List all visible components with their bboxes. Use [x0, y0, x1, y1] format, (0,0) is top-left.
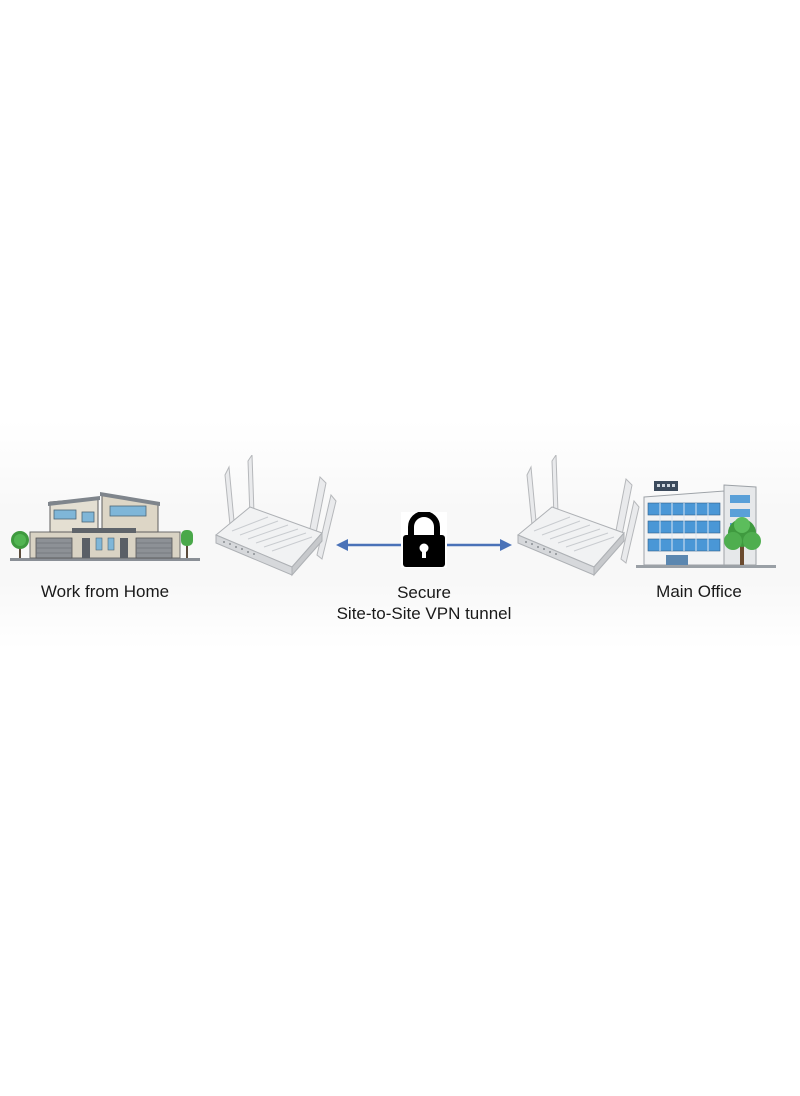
- office-building-icon: [636, 475, 776, 570]
- home-building-icon: [10, 488, 200, 564]
- tunnel-label-line2: Site-to-Site VPN tunnel: [314, 603, 534, 624]
- home-label: Work from Home: [10, 582, 200, 602]
- office-label: Main Office: [620, 582, 778, 602]
- padlock-icon: [401, 512, 447, 568]
- tunnel-label-line1: Secure: [314, 582, 534, 603]
- router-icon: [512, 455, 642, 580]
- tunnel-label: Secure Site-to-Site VPN tunnel: [314, 582, 534, 624]
- router-icon: [210, 455, 340, 580]
